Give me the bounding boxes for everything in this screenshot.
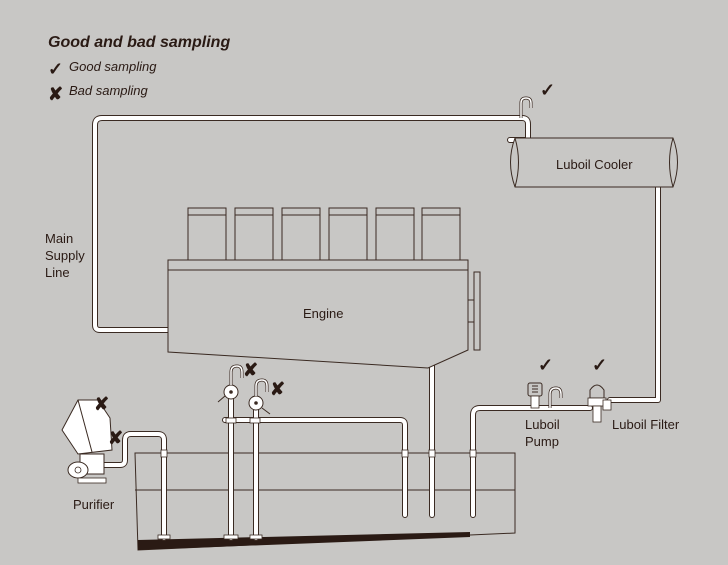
legend-bad-label: Bad sampling bbox=[69, 83, 148, 98]
pipe-flanges bbox=[160, 417, 477, 458]
engine-label: Engine bbox=[303, 306, 344, 321]
cooler-label: Luboil Cooler bbox=[556, 157, 633, 172]
sample-mark-purifier-inlet: ✘ bbox=[108, 428, 124, 448]
purifier-label: Purifier bbox=[73, 497, 115, 512]
engine-block bbox=[167, 207, 481, 369]
cooler-return-pipe bbox=[607, 185, 661, 403]
luboil-pump-label: Luboil Pump bbox=[525, 417, 560, 449]
main-supply-line-label: Main Supply Line bbox=[45, 231, 85, 280]
luboil-filter-label: Luboil Filter bbox=[612, 417, 680, 432]
sump-sample-valves bbox=[217, 364, 271, 415]
sump-oil-sediment bbox=[138, 532, 470, 550]
sample-mark-pump-outlet: ✓ bbox=[538, 355, 554, 375]
good-check-icon: ✓ bbox=[48, 59, 64, 79]
sump-tank bbox=[134, 452, 516, 551]
bad-cross-icon: ✘ bbox=[48, 84, 64, 104]
sample-mark-sump-left-valve: ✘ bbox=[243, 360, 259, 380]
main-supply-pipe bbox=[92, 115, 531, 333]
legend-good-label: Good sampling bbox=[69, 59, 157, 74]
sample-mark-sump-right-valve: ✘ bbox=[270, 379, 286, 399]
luboil-cooler bbox=[510, 137, 678, 188]
sample-mark-purifier-top: ✘ bbox=[94, 394, 110, 414]
purifier bbox=[61, 399, 113, 484]
legend-title: Good and bad sampling bbox=[48, 34, 231, 51]
cooler-sample-cock bbox=[519, 96, 533, 118]
pump-suction-pipe bbox=[470, 405, 593, 518]
sample-mark-filter-outlet: ✓ bbox=[592, 355, 608, 375]
purifier-return-pipe bbox=[222, 417, 408, 518]
purifier-suction-pipe bbox=[97, 431, 171, 541]
luboil-filter bbox=[587, 384, 612, 423]
luboil-pump bbox=[527, 382, 563, 409]
sample-mark-cooler-inlet: ✓ bbox=[540, 80, 556, 100]
